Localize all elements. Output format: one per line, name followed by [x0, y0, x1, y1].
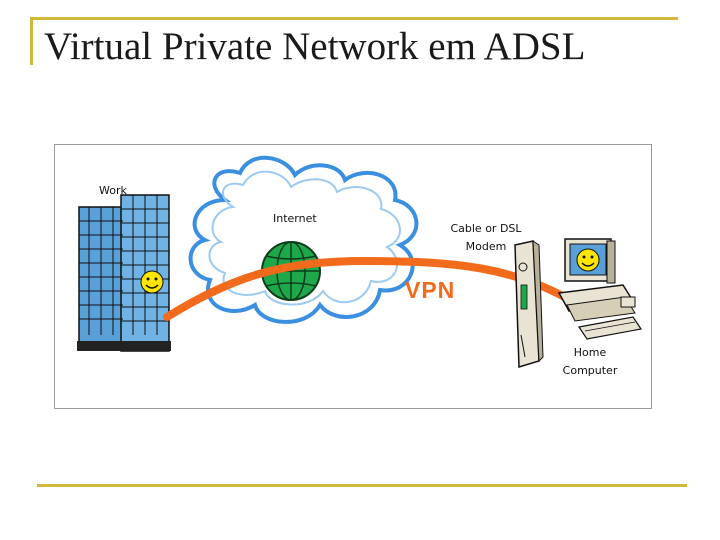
modem-icon	[514, 240, 544, 368]
top-accent-line	[30, 17, 678, 20]
internet-label: Internet	[273, 212, 317, 225]
left-accent-line	[30, 17, 33, 65]
home-label-line2: Computer	[562, 364, 618, 377]
modem-label-line1: Cable or DSL	[450, 222, 522, 235]
office-building-icon	[77, 194, 171, 352]
vpn-label: VPN	[405, 277, 456, 303]
vpn-diagram: Work Internet Cable or DSL Modem VPN Hom…	[54, 144, 652, 409]
modem-label-line2: Modem	[465, 240, 507, 253]
work-user-smiley-icon	[140, 270, 164, 294]
slide-title: Virtual Private Network em ADSL	[44, 25, 586, 68]
home-user-smiley-icon	[576, 248, 600, 272]
diagram-canvas	[77, 155, 643, 368]
home-computer-icon	[557, 238, 643, 340]
home-label-line1: Home	[573, 346, 607, 359]
work-label: Work	[99, 184, 127, 197]
bottom-accent-line	[37, 484, 687, 487]
